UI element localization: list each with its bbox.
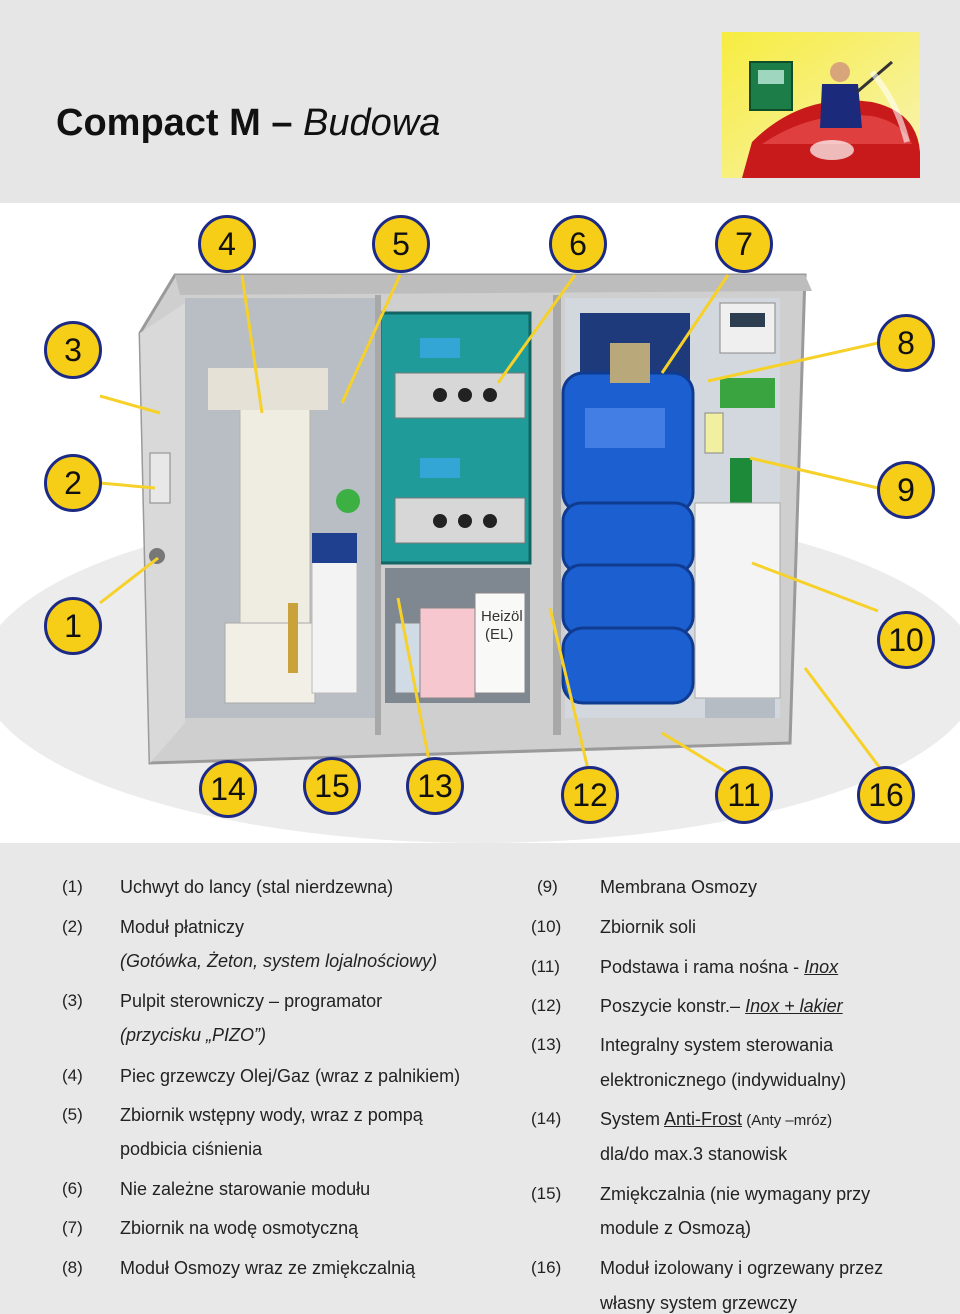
badge-10: 10 [877, 611, 935, 669]
legend-text: podbicia ciśnienia [120, 1139, 263, 1159]
carwash-photo [722, 32, 920, 178]
legend-num: (4) [62, 1066, 83, 1085]
legend-num: (7) [62, 1218, 83, 1237]
legend-text: Zbiornik na wodę osmotyczną [120, 1218, 359, 1238]
badge-14: 14 [199, 760, 257, 818]
legend-num: (10) [531, 917, 562, 936]
badge-11: 11 [715, 766, 773, 824]
legend-text: (Gotówka, Żeton, system lojalnościowy) [120, 951, 438, 971]
el-label: (EL) [485, 626, 513, 643]
badge-9: 9 [877, 461, 935, 519]
legend-text: Pulpit sterowniczy – programator [120, 991, 383, 1011]
legend-text: Moduł Osmozy wraz ze zmiękczalnią [120, 1258, 416, 1278]
badge-3: 3 [44, 321, 102, 379]
badge-1: 1 [44, 597, 102, 655]
legend-num: (2) [62, 917, 83, 936]
badge-6: 6 [549, 215, 607, 273]
legend-text: Membrana Osmozy [600, 877, 758, 897]
legend-text: Zbiornik soli [600, 917, 697, 937]
legend-text: Piec grzewczy Olej/Gaz (wraz z palnikiem… [120, 1066, 461, 1086]
page-title: Compact M – Budowa [56, 102, 441, 144]
badge-4: 4 [198, 215, 256, 273]
badge-5: 5 [372, 215, 430, 273]
legend-text: elektronicznego (indywidualny) [600, 1070, 847, 1090]
legend-text: Zbiornik wstępny wody, wraz z pompą [120, 1105, 423, 1125]
heizoel-label: Heizöl [481, 608, 523, 625]
legend-num: (5) [62, 1105, 83, 1124]
badge-12: 12 [561, 766, 619, 824]
legend-num: (8) [62, 1258, 83, 1277]
legend-text: Uchwyt do lancy (stal nierdzewna) [120, 877, 394, 897]
legend-text: Moduł izolowany i ogrzewany przez [600, 1258, 884, 1278]
legend-panel [0, 843, 960, 1314]
legend-text: Nie zależne starowanie modułu [120, 1179, 371, 1199]
legend-text: dla/do max.3 stanowisk [600, 1144, 788, 1164]
legend-num: (14) [531, 1109, 562, 1128]
badge-8: 8 [877, 314, 935, 372]
equipment-photo: Heizöl (EL) [0, 273, 960, 843]
legend-num: (1) [62, 877, 83, 896]
legend-num: (11) [531, 957, 560, 976]
legend-num: (16) [531, 1258, 562, 1277]
legend-text: (przycisku „PIZO”) [120, 1025, 266, 1045]
badge-7: 7 [715, 215, 773, 273]
legend-text: System Anti-Frost (Anty –mróz) [600, 1109, 833, 1129]
legend-text: własny system grzewczy [600, 1293, 798, 1313]
legend-num: (6) [62, 1179, 83, 1198]
legend-text: module z Osmozą) [600, 1218, 752, 1238]
legend-num: (12) [531, 996, 562, 1015]
legend-text: Moduł płatniczy [120, 917, 245, 937]
badge-2: 2 [44, 454, 102, 512]
legend-num: (13) [531, 1035, 562, 1054]
legend-text: Integralny system sterowania [600, 1035, 834, 1055]
legend-num: (3) [62, 991, 83, 1010]
legend-text: Podstawa i rama nośna - Inox [600, 957, 839, 977]
badge-16: 16 [857, 766, 915, 824]
legend-text: Zmiękczalnia (nie wymagany przy [600, 1184, 871, 1204]
badge-15: 15 [303, 757, 361, 815]
badge-13: 13 [406, 757, 464, 815]
legend-num: (9) [537, 877, 558, 896]
legend-num: (15) [531, 1184, 562, 1203]
legend-text: Poszycie konstr.– Inox + lakier [600, 996, 843, 1016]
